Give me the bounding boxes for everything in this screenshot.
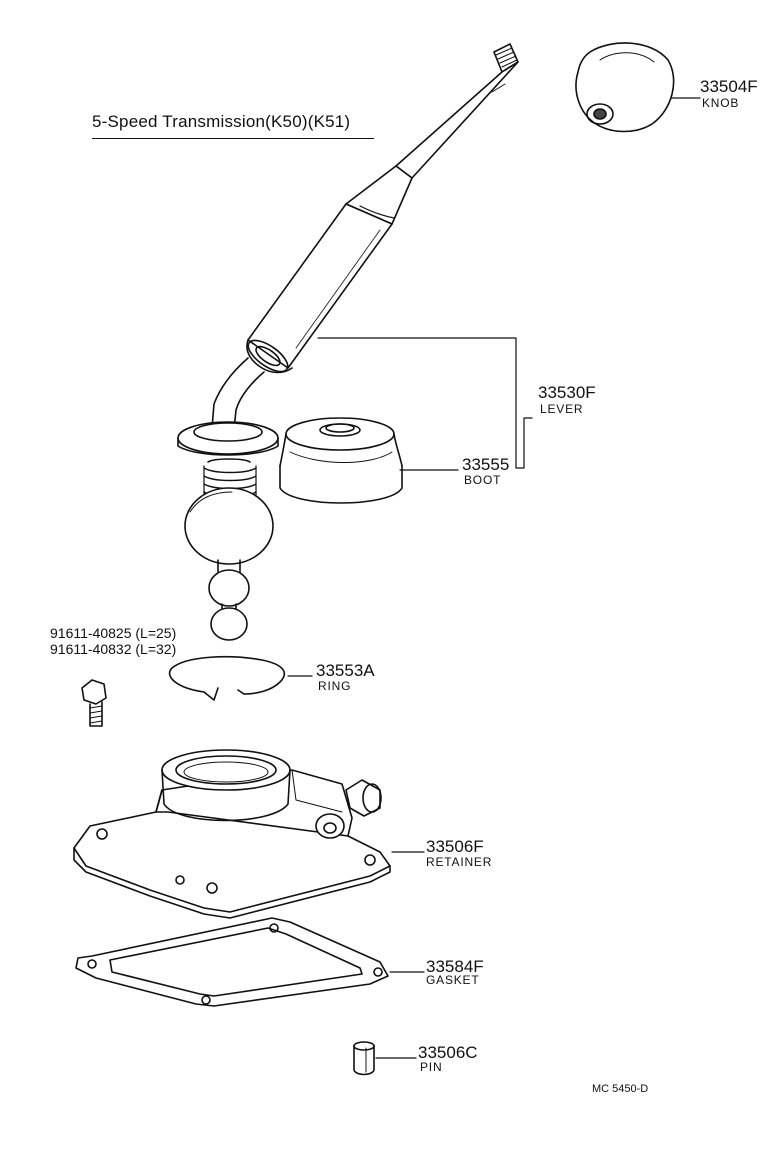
gasket-drawing	[75, 917, 389, 1007]
ring-part-number: 33553A	[316, 661, 375, 680]
retainer-part-number: 33506F	[426, 837, 484, 856]
ring-drawing	[168, 655, 286, 701]
knob-part-name: KNOB	[702, 96, 740, 110]
diagram-title: 5-Speed Transmission(K50)(K51)	[92, 112, 351, 131]
knob-drawing	[575, 42, 675, 133]
bolt-part-number-1: 91611-40825 (L=25)	[50, 625, 177, 641]
bolt-part-number-2: 91611-40832 (L=32)	[50, 641, 177, 657]
pin-part-number: 33506C	[418, 1043, 478, 1062]
lever-drawing	[177, 43, 519, 641]
gasket-part-name: GASKET	[426, 973, 480, 987]
lever-part-name: LEVER	[540, 402, 584, 416]
boot-drawing	[279, 417, 403, 504]
retainer-part-name: RETAINER	[426, 855, 493, 869]
gasket-part-number: 33584F	[426, 957, 484, 976]
lever-part-number: 33530F	[538, 383, 596, 402]
ring-part-name: RING	[318, 679, 352, 693]
boot-part-name: BOOT	[464, 473, 502, 487]
pin-drawing	[353, 1041, 375, 1076]
pin-part-name: PIN	[420, 1060, 443, 1074]
title-underline	[92, 138, 374, 139]
figure-code: MC 5450-D	[592, 1083, 649, 1095]
leader-lines	[287, 97, 701, 1059]
bolt-drawing	[81, 679, 107, 727]
knob-part-number: 33504F	[700, 77, 758, 96]
boot-part-number: 33555	[462, 455, 510, 474]
retainer-drawing	[73, 749, 391, 919]
